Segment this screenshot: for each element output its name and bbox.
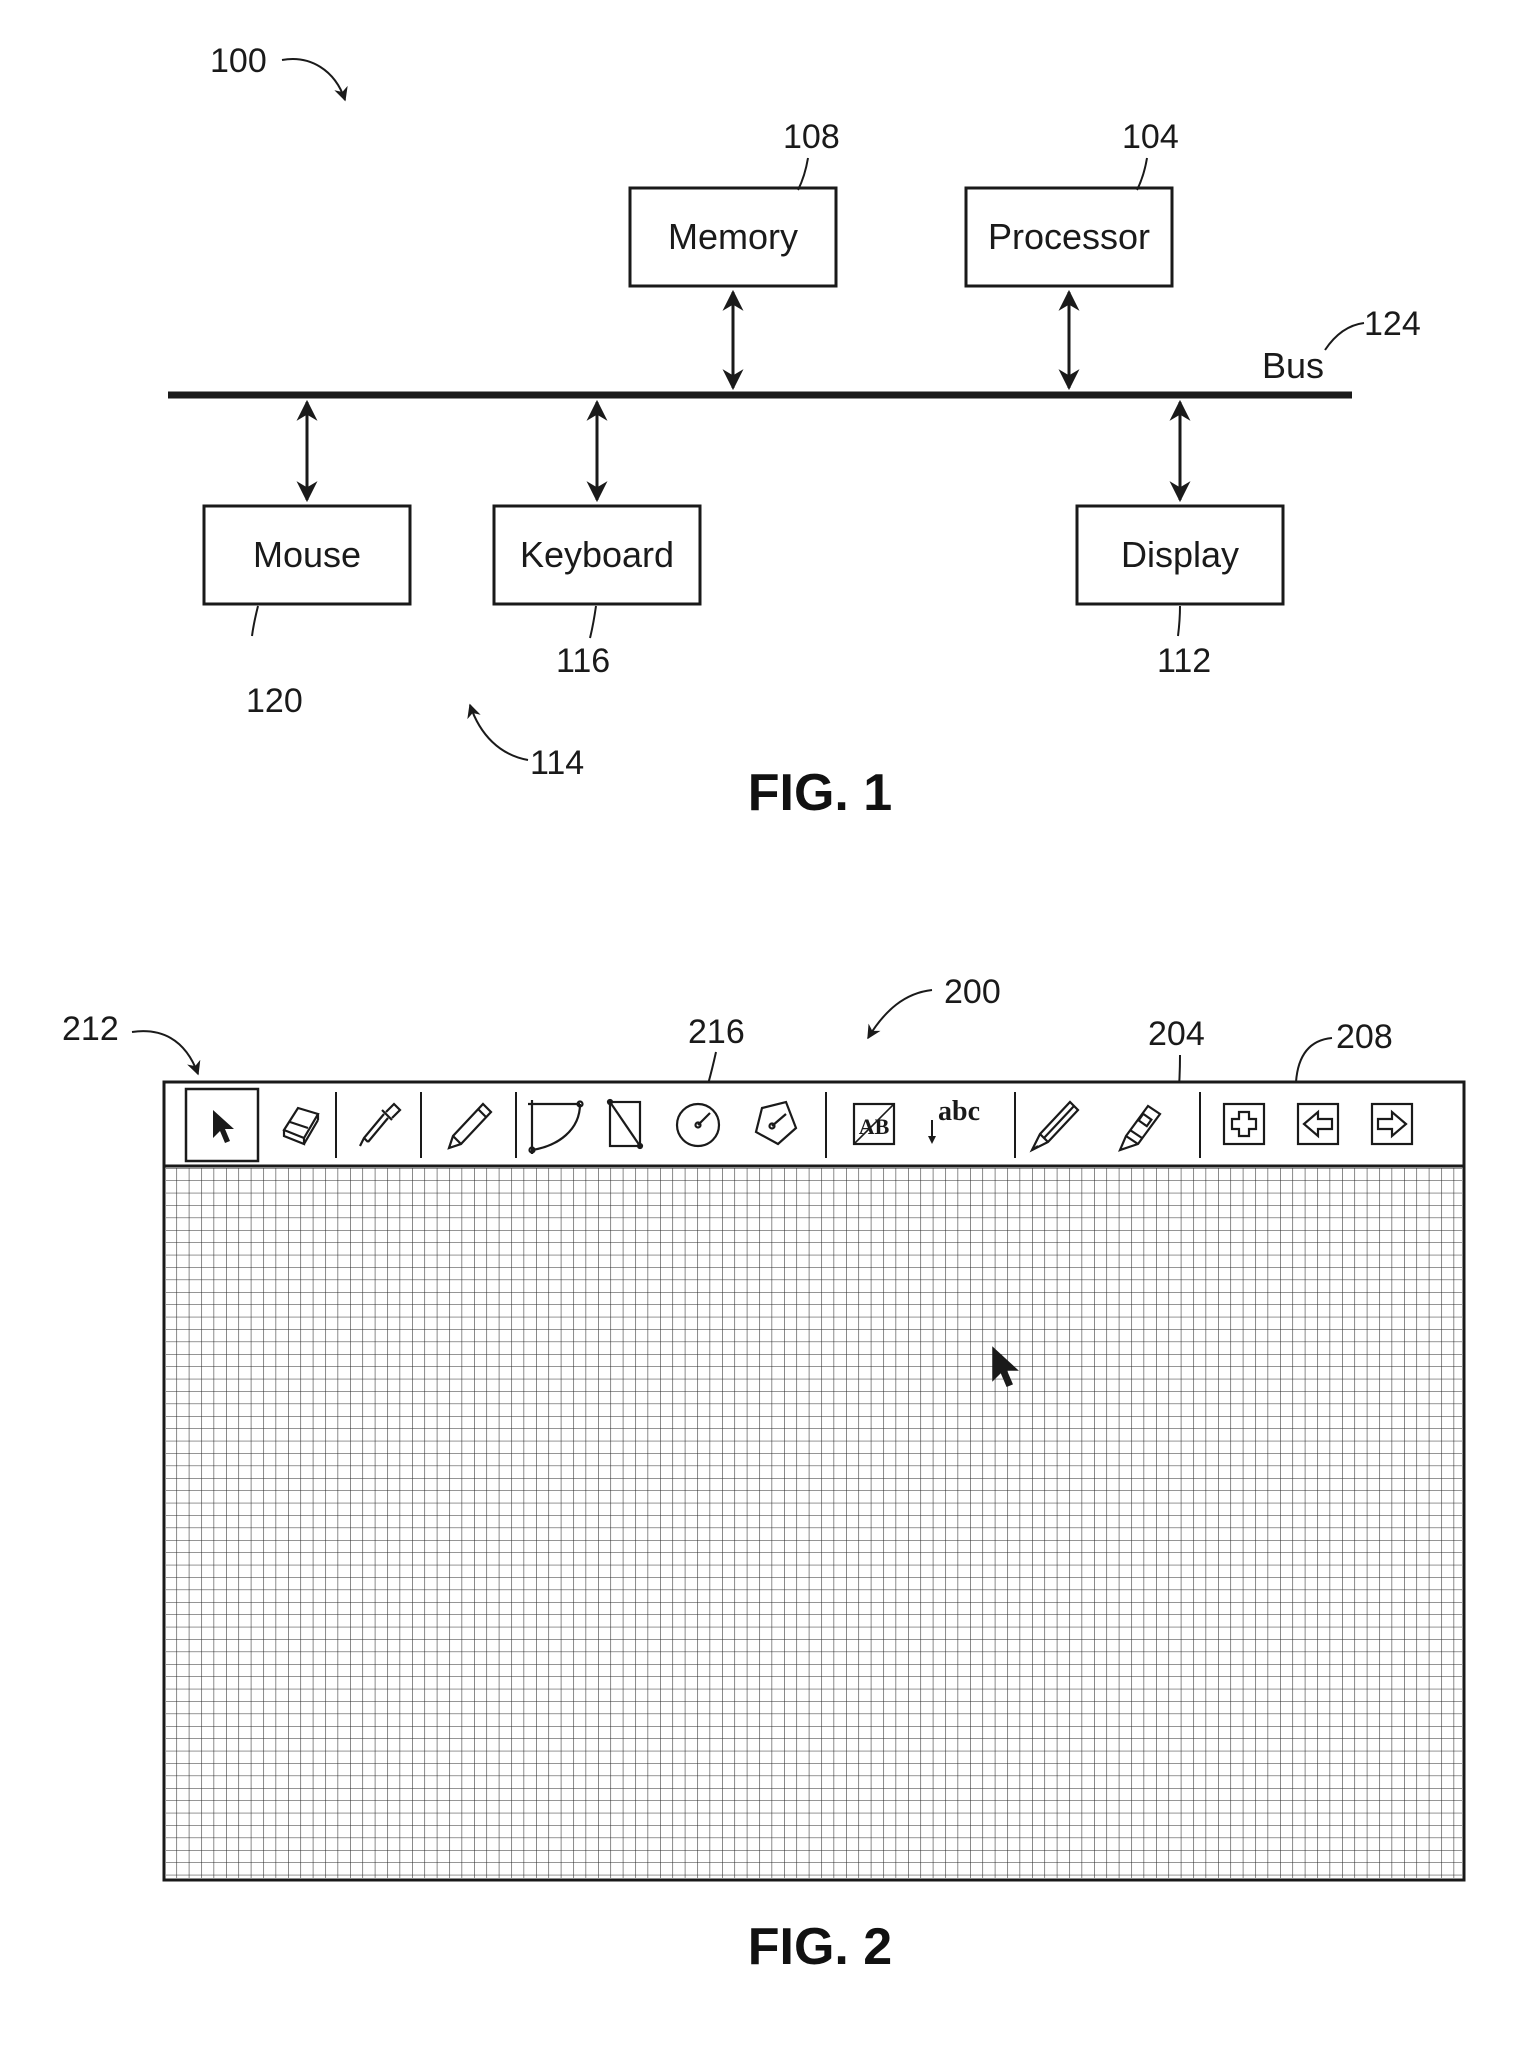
add-page-icon <box>1222 1102 1266 1146</box>
mouse-ref-leader <box>251 605 259 637</box>
mouse-box: Mouse <box>202 504 412 606</box>
processor-ref-leader <box>1136 157 1148 191</box>
eraser-icon <box>282 1106 320 1146</box>
toolbar: AB abc <box>184 1087 1428 1163</box>
memory-box: Memory <box>628 186 838 288</box>
toolbar-ref-arrow <box>131 1030 201 1076</box>
mouse-label: Mouse <box>253 534 361 575</box>
text-box-tool-button[interactable]: AB <box>846 1092 912 1158</box>
pencil-icon <box>447 1102 493 1150</box>
eyedropper-tool-button[interactable] <box>344 1092 414 1158</box>
keyboard-ref: 116 <box>556 642 610 680</box>
bus-ref: 124 <box>1364 305 1421 343</box>
add-page-button[interactable] <box>1214 1092 1280 1158</box>
keyboard-label: Keyboard <box>520 534 674 575</box>
rectangle-icon <box>606 1098 644 1150</box>
mouse-ref: 120 <box>246 682 303 720</box>
interface-ref: 200 <box>944 973 1001 1011</box>
circle-tool-button[interactable] <box>670 1092 742 1158</box>
system-ref-100: 100 <box>210 42 267 80</box>
figure-2-title: FIG. 2 <box>748 1918 892 1976</box>
text-box-icon: AB <box>852 1102 896 1146</box>
right-arrow-icon <box>1370 1102 1414 1146</box>
processor-ref: 104 <box>1122 118 1179 156</box>
system-ref-arrow <box>281 58 348 102</box>
polygon-tool-button[interactable] <box>748 1092 820 1158</box>
display-label: Display <box>1121 534 1239 575</box>
eyedropper-icon <box>359 1102 402 1147</box>
pen-nib-icon <box>1029 1100 1080 1153</box>
previous-page-button[interactable] <box>1288 1092 1354 1158</box>
navigation-ref-leader <box>1295 1037 1333 1083</box>
text-box-icon-label: AB <box>859 1114 890 1139</box>
bus-ref-leader <box>1324 322 1365 351</box>
processor-box: Processor <box>964 186 1174 288</box>
navigation-ref: 208 <box>1336 1018 1393 1056</box>
display-ref: 112 <box>1157 642 1211 680</box>
memory-ref-leader <box>797 157 809 191</box>
figure-1-title: FIG. 1 <box>748 764 892 822</box>
arc-icon <box>528 1100 584 1154</box>
figure-1: 100 Bus 124 Memory 108 Processor 104 Mou… <box>168 42 1421 822</box>
select-tool-button[interactable] <box>184 1087 260 1163</box>
cursor-ref: 204 <box>1148 1015 1205 1053</box>
next-page-button[interactable] <box>1362 1092 1428 1158</box>
arc-tool-button[interactable] <box>522 1092 588 1158</box>
polygon-icon <box>754 1100 798 1146</box>
memory-ref: 108 <box>783 118 840 156</box>
keyboard-box: Keyboard <box>492 504 702 606</box>
text-insert-icon: abc <box>928 1096 980 1144</box>
keyboard-ref-leader <box>589 605 597 639</box>
rectangle-tool-button[interactable] <box>598 1092 662 1158</box>
input-devices-ref: 114 <box>530 744 584 782</box>
cursor-pointer-icon <box>992 1346 1019 1387</box>
text-insert-tool-button[interactable]: abc <box>920 1092 1006 1158</box>
pen-tool-button[interactable] <box>1022 1092 1100 1158</box>
highlighter-tool-button[interactable] <box>1106 1092 1186 1158</box>
toolbar-ref: 212 <box>62 1010 119 1048</box>
display-box: Display <box>1075 504 1285 606</box>
interface-ref-arrow <box>867 989 933 1040</box>
circle-icon <box>675 1102 721 1148</box>
pencil-tool-button[interactable] <box>430 1092 508 1158</box>
text-insert-icon-label: abc <box>938 1096 980 1127</box>
input-devices-ref-arrow <box>467 703 529 761</box>
left-arrow-icon <box>1296 1102 1340 1146</box>
arrow-pointer-icon <box>213 1110 234 1143</box>
figure-2: 200 212 216 204 208 <box>62 973 1466 1976</box>
shape-tools-ref: 216 <box>688 1013 745 1051</box>
processor-label: Processor <box>988 216 1150 257</box>
display-ref-leader <box>1177 605 1181 637</box>
highlighter-icon <box>1118 1104 1162 1152</box>
eraser-tool-button[interactable] <box>268 1092 330 1158</box>
bus-label: Bus <box>1262 345 1324 386</box>
drawing-canvas[interactable] <box>166 1168 1462 1878</box>
memory-label: Memory <box>668 216 798 257</box>
